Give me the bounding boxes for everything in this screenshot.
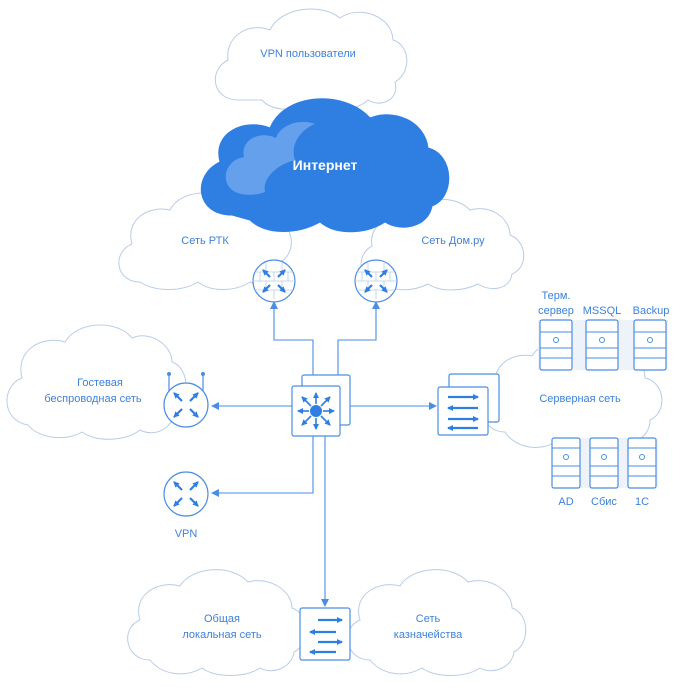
vpn-router-label: VPN	[175, 528, 198, 540]
rtk-label: Сеть РТК	[181, 235, 229, 247]
internet-label: Интернет	[293, 157, 358, 173]
core-switch	[291, 374, 351, 437]
server-network-label: Серверная сеть	[539, 393, 621, 405]
domru-label: Сеть Дом.ру	[421, 235, 485, 247]
cloud-treasury-network: Сеть казначейства	[347, 569, 527, 676]
server-sbis	[589, 437, 619, 489]
local-network-label-1: Общая	[204, 613, 240, 625]
server-terminal-label-2: сервер	[538, 305, 574, 317]
server-switch	[437, 373, 500, 436]
server-backup	[633, 319, 667, 371]
link-to-vpn-router	[211, 436, 314, 497]
server-ad	[551, 437, 581, 489]
server-backup-label: Backup	[633, 305, 670, 317]
server-1c-label: 1C	[635, 496, 649, 508]
server-rack-bottom	[551, 437, 658, 489]
link-to-domru-firewall	[337, 301, 380, 375]
local-network-label-2: локальная сеть	[182, 629, 261, 641]
links	[211, 301, 437, 607]
treasury-label-1: Сеть	[416, 613, 441, 625]
guest-wifi-label-1: Гостевая	[77, 377, 123, 389]
firewall-rtk	[252, 259, 296, 303]
link-to-rtk-firewall	[270, 301, 314, 375]
vpn-users-label: VPN пользователи	[260, 48, 356, 60]
server-terminal	[539, 319, 573, 371]
server-terminal-label-1: Терм.	[542, 290, 571, 302]
server-mssql-label: MSSQL	[583, 305, 622, 317]
server-sbis-label: Сбис	[591, 496, 617, 508]
server-1c	[627, 437, 657, 489]
vpn-router	[163, 471, 209, 517]
server-rack-top	[538, 319, 668, 371]
guest-wifi-label-2: беспроводная сеть	[44, 393, 141, 405]
treasury-label-2: казначейства	[394, 629, 463, 641]
cloud-guest-wifi: Гостевая беспроводная сеть	[6, 324, 187, 440]
cloud-vpn-users: VPN пользователи	[214, 8, 408, 110]
firewall-domru	[354, 259, 398, 303]
cloud-local-network: Общая локальная сеть	[127, 569, 307, 676]
cloud-internet: Интернет	[200, 98, 450, 233]
server-ad-label: AD	[558, 496, 573, 508]
server-mssql	[585, 319, 619, 371]
wifi-router	[163, 372, 209, 428]
local-switch	[299, 607, 351, 661]
